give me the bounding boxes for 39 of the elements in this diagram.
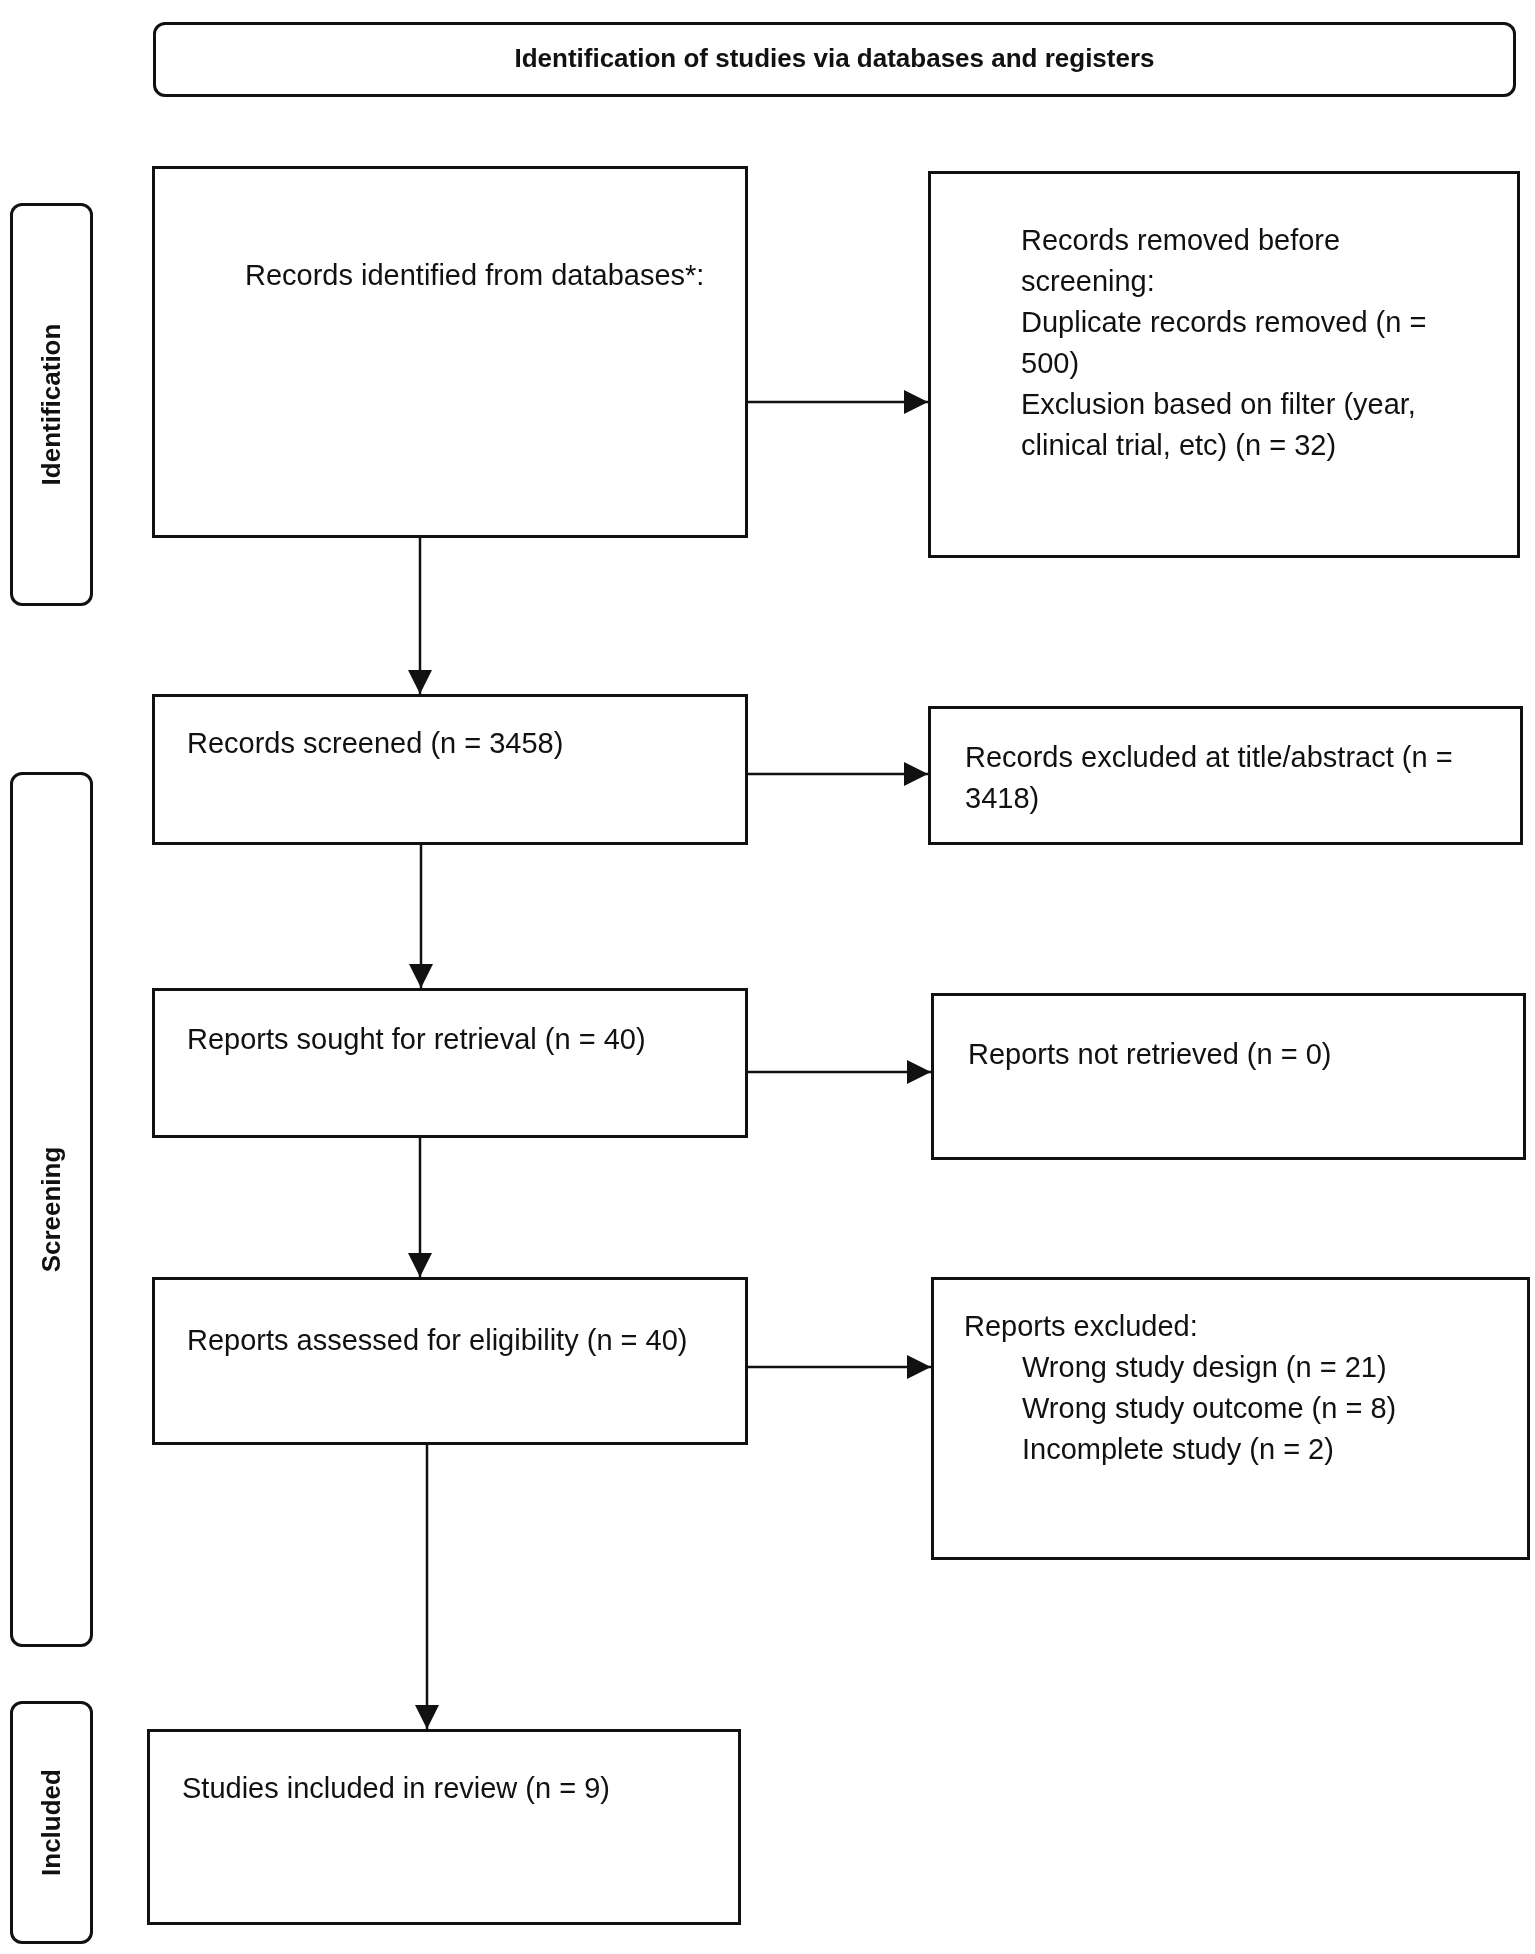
box-text: Records identified from databases*:: [245, 258, 705, 293]
box-detail-text: Wrong study outcome (n = 8): [1021, 1391, 1398, 1426]
box-text: Reports excluded:: [964, 1309, 1199, 1344]
box-detail-text: Duplicate records removed (n = 500): [1021, 305, 1428, 381]
process-box: [931, 1277, 1530, 1560]
box-detail-text: Incomplete study (n = 2): [1021, 1432, 1335, 1467]
arrow: [748, 1355, 931, 1379]
phase-band: [10, 772, 93, 1647]
process-box: [147, 1729, 741, 1925]
box-text: Records screened (n = 3458): [187, 726, 565, 761]
box-text: Reports assessed for eligibility (n = 40): [187, 1323, 689, 1358]
process-box: [928, 171, 1520, 558]
phase-band: [10, 1701, 93, 1944]
arrow: [408, 1138, 432, 1277]
phase-label: Included: [35, 1769, 67, 1876]
box-text: Reports not retrieved (n = 0): [968, 1037, 1333, 1072]
box-text: Studies included in review (n = 9): [182, 1771, 611, 1806]
phase-label: Identification: [35, 323, 67, 486]
process-box: [931, 993, 1526, 1160]
arrow: [408, 538, 432, 694]
process-box: [152, 988, 748, 1138]
process-box: [152, 694, 748, 845]
arrow: [748, 390, 928, 414]
box-detail-text: Exclusion based on filter (year, clinical trial, etc) (n = 32): [1021, 387, 1417, 463]
box-text: Records removed before screening:: [1021, 223, 1342, 299]
arrow: [748, 1060, 931, 1084]
phase-band: [10, 203, 93, 606]
phase-label: Screening: [35, 1146, 67, 1273]
process-box: [152, 166, 748, 538]
process-box: [928, 706, 1523, 845]
heading-box: [153, 22, 1516, 97]
process-box: [152, 1277, 748, 1445]
box-detail-text: Wrong study design (n = 21): [1021, 1350, 1388, 1385]
box-text: Records excluded at title/abstract (n = 3418): [965, 740, 1454, 816]
arrow: [409, 845, 433, 988]
heading-text: Identification of studies via databases and registers: [513, 43, 1156, 73]
box-text: Reports sought for retrieval (n = 40): [187, 1022, 647, 1057]
arrow: [748, 762, 928, 786]
arrow: [415, 1445, 439, 1729]
